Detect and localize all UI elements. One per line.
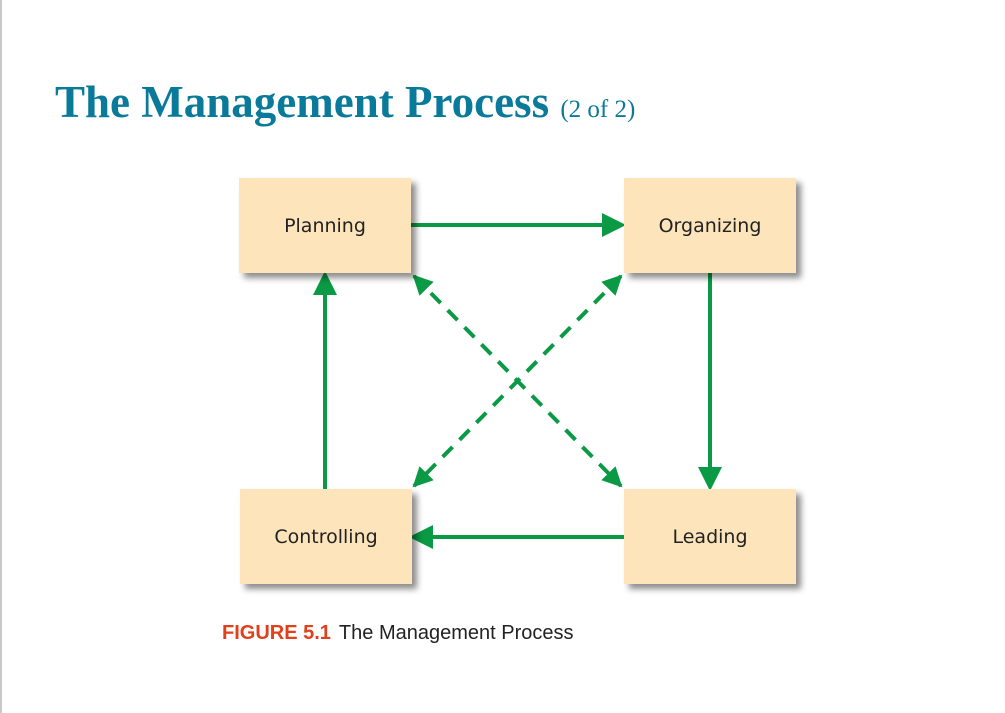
figure-label: FIGURE 5.1 [222,622,331,644]
node-label: Leading [672,525,748,548]
slide-border [0,0,2,713]
node-planning: Planning [239,178,411,273]
figure-caption: FIGURE 5.1 The Management Process [222,622,573,645]
title-subtitle: (2 of 2) [560,96,636,123]
node-leading: Leading [624,489,796,584]
node-controlling: Controlling [240,489,412,584]
figure-caption-text: The Management Process [338,622,574,644]
title-main: The Management Process [55,77,550,127]
slide-title: The Management Process (2 of 2) [55,76,635,128]
node-label: Controlling [274,525,378,548]
node-organizing: Organizing [624,178,796,273]
node-label: Planning [284,214,366,237]
node-label: Organizing [658,214,762,237]
dashed-arrow-organizing-controlling [412,274,623,488]
